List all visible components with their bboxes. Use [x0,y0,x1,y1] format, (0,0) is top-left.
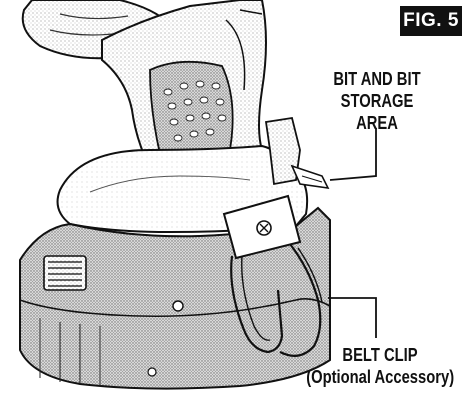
drill-handle-grip [101,0,267,176]
belt-clip-line-2: (Optional Accessory) [306,367,455,387]
bit-storage-line-2: STORAGE [340,91,414,111]
belt-clip-leader [328,297,377,338]
bit-storage-area [264,116,330,190]
bit-storage-leader [329,128,377,181]
belt-clip-line-1: BELT CLIP [342,345,418,365]
leader-lines [328,128,377,338]
bit-storage-line-3: AREA [356,113,398,133]
belt-clip-callout: BELT CLIP (Optional Accessory) [306,344,454,388]
bit-storage-line-1: BIT AND BIT [333,69,421,89]
belt-clip [222,194,331,357]
bit-storage-callout: BIT AND BIT STORAGE AREA [316,68,439,134]
figure-number-badge: FIG. 5 [400,6,462,36]
